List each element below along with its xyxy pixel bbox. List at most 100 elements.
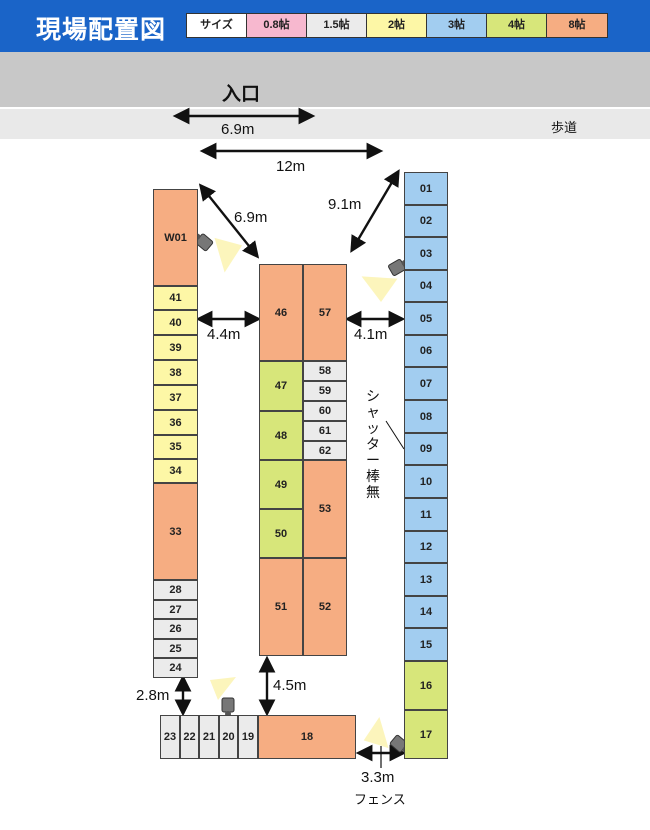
unit-24[interactable]: 24 [153, 658, 198, 678]
sidewalk-label: 歩道 [551, 120, 578, 135]
unit-number: 06 [419, 345, 433, 357]
unit-number: 36 [169, 416, 182, 429]
unit-04[interactable]: 04 [404, 270, 448, 302]
unit-number: 09 [419, 443, 433, 455]
unit-62[interactable]: 62 [303, 441, 347, 460]
legend-item-4: 4帖 [487, 14, 547, 37]
unit-37[interactable]: 37 [153, 385, 198, 410]
unit-number: 53 [318, 503, 332, 515]
unit-14[interactable]: 14 [404, 596, 448, 628]
unit-number: 01 [419, 182, 433, 195]
unit-number: 51 [274, 601, 288, 613]
unit-53[interactable]: 53 [303, 460, 347, 558]
light-icon [194, 233, 243, 273]
page-title: 現場配置図 [36, 16, 167, 44]
unit-35[interactable]: 35 [153, 435, 198, 459]
unit-number: 52 [318, 601, 332, 613]
unit-19[interactable]: 19 [238, 715, 258, 759]
unit-number: 04 [419, 280, 433, 292]
unit-27[interactable]: 27 [153, 600, 198, 619]
unit-38[interactable]: 38 [153, 360, 198, 385]
unit-number: 05 [419, 312, 433, 325]
unit-number: 34 [169, 465, 182, 477]
unit-number: 11 [420, 508, 432, 521]
unit-28[interactable]: 28 [153, 580, 198, 600]
unit-number: 62 [318, 444, 332, 457]
unit-48[interactable]: 48 [259, 411, 303, 460]
unit-11[interactable]: 11 [404, 498, 448, 531]
unit-number: 41 [169, 292, 182, 304]
unit-12[interactable]: 12 [404, 531, 448, 563]
unit-52[interactable]: 52 [303, 558, 347, 656]
unit-03[interactable]: 03 [404, 237, 448, 270]
sidewalk-edge [0, 107, 650, 109]
unit-41[interactable]: 41 [153, 286, 198, 310]
unit-number: 18 [300, 731, 314, 743]
unit-number: 03 [419, 247, 433, 260]
legend-item-15: 1.5帖 [307, 14, 367, 37]
unit-36[interactable]: 36 [153, 410, 198, 435]
gap-left-label: 4.4m [207, 326, 241, 343]
unit-25[interactable]: 25 [153, 639, 198, 658]
unit-number: 33 [169, 525, 182, 538]
unit-number: 50 [274, 527, 288, 540]
legend-item-08: 0.8帖 [247, 14, 307, 37]
unit-17[interactable]: 17 [404, 710, 448, 759]
unit-40[interactable]: 40 [153, 310, 198, 335]
unit-58[interactable]: 58 [303, 361, 347, 381]
unit-46[interactable]: 46 [259, 264, 303, 361]
gap-right-label: 4.1m [354, 326, 388, 343]
unit-number: 23 [163, 731, 177, 743]
unit-01[interactable]: 01 [404, 172, 448, 205]
unit-number: 13 [419, 573, 433, 586]
unit-18[interactable]: 18 [258, 715, 356, 759]
legend-item-3: 3帖 [427, 14, 487, 37]
unit-number: 60 [318, 405, 332, 417]
unit-20[interactable]: 20 [219, 715, 238, 759]
unit-number: 48 [274, 429, 288, 442]
unit-W01[interactable]: W01 [153, 189, 198, 286]
unit-number: 20 [222, 731, 235, 743]
unit-47[interactable]: 47 [259, 361, 303, 411]
unit-05[interactable]: 05 [404, 302, 448, 335]
unit-34[interactable]: 34 [153, 459, 198, 483]
unit-06[interactable]: 06 [404, 335, 448, 367]
shutter-note: シャッター棒無 [366, 388, 380, 500]
unit-07[interactable]: 07 [404, 367, 448, 400]
unit-39[interactable]: 39 [153, 335, 198, 360]
unit-33[interactable]: 33 [153, 483, 198, 580]
unit-09[interactable]: 09 [404, 433, 448, 465]
unit-61[interactable]: 61 [303, 421, 347, 441]
shutter-note-leader [385, 420, 405, 450]
unit-number: 40 [169, 316, 182, 329]
unit-16[interactable]: 16 [404, 661, 448, 710]
unit-57[interactable]: 57 [303, 264, 347, 361]
unit-26[interactable]: 26 [153, 619, 198, 639]
unit-13[interactable]: 13 [404, 563, 448, 596]
unit-number: 15 [419, 638, 433, 651]
unit-08[interactable]: 08 [404, 400, 448, 433]
unit-number: 22 [183, 731, 196, 743]
unit-49[interactable]: 49 [259, 460, 303, 509]
unit-number: 46 [274, 306, 288, 319]
unit-51[interactable]: 51 [259, 558, 303, 656]
unit-15[interactable]: 15 [404, 628, 448, 661]
road-width-label: 12m [276, 158, 306, 175]
unit-50[interactable]: 50 [259, 509, 303, 558]
unit-number: 19 [241, 731, 255, 743]
unit-number: 08 [419, 410, 433, 423]
sidewalk [0, 109, 650, 139]
unit-59[interactable]: 59 [303, 381, 347, 401]
legend-item-8: 8帖 [547, 14, 607, 37]
unit-02[interactable]: 02 [404, 205, 448, 237]
unit-number: 14 [419, 606, 433, 618]
unit-60[interactable]: 60 [303, 401, 347, 421]
arrow-diag-right [350, 169, 400, 253]
unit-23[interactable]: 23 [160, 715, 180, 759]
unit-10[interactable]: 10 [404, 465, 448, 498]
size-legend: サイズ 0.8帖 1.5帖 2帖 3帖 4帖 8帖 [186, 13, 608, 38]
unit-number: 57 [318, 306, 332, 319]
gap-bottom-left-label: 2.8m [136, 687, 170, 704]
unit-21[interactable]: 21 [199, 715, 219, 759]
unit-22[interactable]: 22 [180, 715, 199, 759]
